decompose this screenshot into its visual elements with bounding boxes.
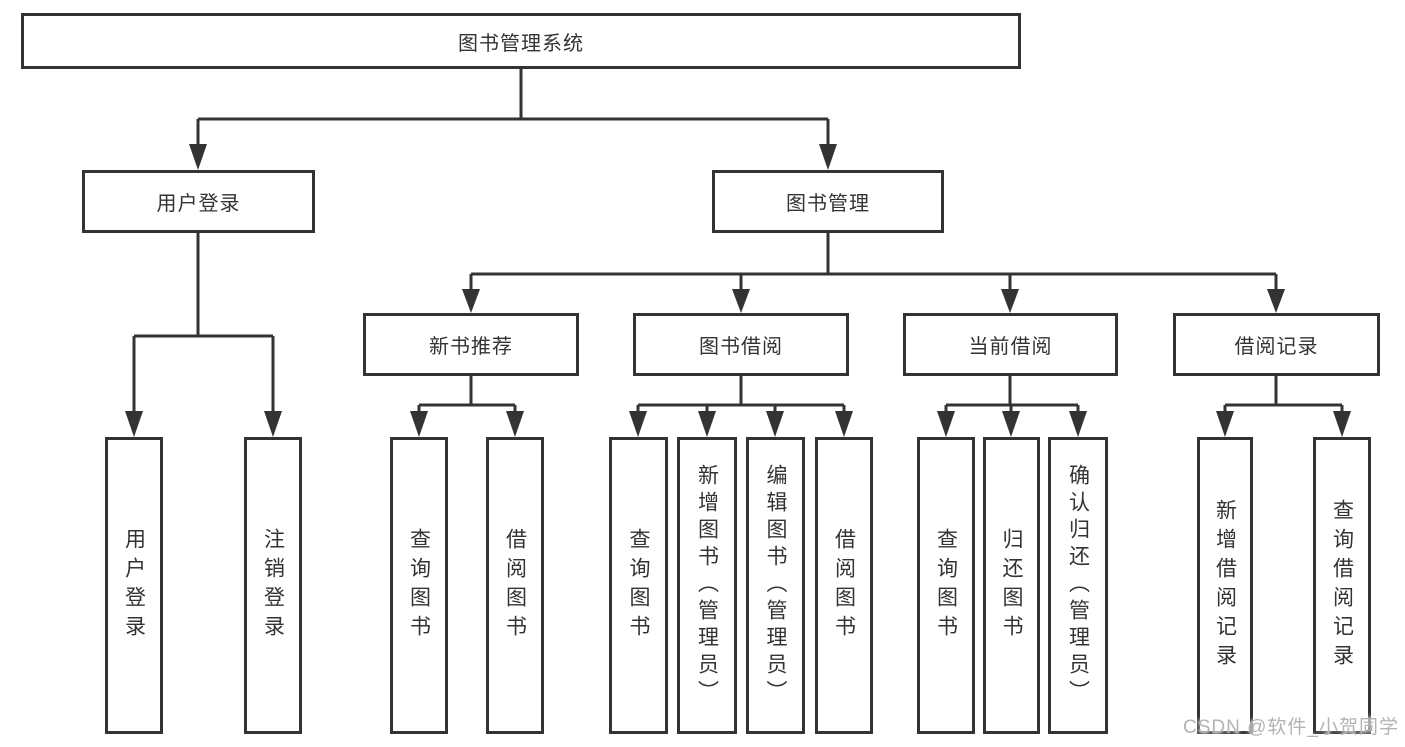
leaf-query-books-3: 查询图书 — [917, 437, 975, 734]
connector-bookmgmt-to-level3 — [469, 233, 1278, 291]
leaf-user-login: 用户登录 — [105, 437, 163, 734]
node-current-borrow: 当前借阅 — [903, 313, 1118, 376]
node-new-book-recommend: 新书推荐 — [363, 313, 579, 376]
arrowheads-level3 — [462, 289, 1285, 313]
leaf-add-books-admin: 新增图书（管理员） — [677, 437, 737, 734]
leaf-confirm-return-admin: 确认归还（管理员） — [1048, 437, 1108, 734]
arrowheads-borrowrecords-leaves — [1216, 411, 1351, 437]
arrowheads-level2 — [189, 144, 837, 170]
connector-borrowrecords-to-leaves — [1223, 376, 1344, 413]
leaf-query-books-1: 查询图书 — [390, 437, 448, 734]
leaf-borrow-books-2: 借阅图书 — [815, 437, 873, 734]
leaf-edit-books-admin: 编辑图书（管理员） — [746, 437, 805, 734]
node-borrow-records: 借阅记录 — [1173, 313, 1380, 376]
node-book-management: 图书管理 — [712, 170, 944, 233]
leaf-borrow-books-1: 借阅图书 — [486, 437, 544, 734]
connector-userlogin-to-leaves — [132, 233, 275, 413]
node-book-borrow: 图书借阅 — [633, 313, 849, 376]
leaf-logout: 注销登录 — [244, 437, 302, 734]
leaf-query-borrow-record: 查询借阅记录 — [1313, 437, 1371, 734]
arrowheads-userlogin-leaves — [125, 411, 282, 437]
node-user-login: 用户登录 — [82, 170, 315, 233]
arrowheads-currentborrow-leaves — [937, 411, 1087, 437]
connector-newbooks-to-leaves — [417, 376, 517, 413]
connector-currentborrow-to-leaves — [944, 376, 1080, 413]
arrowheads-newbooks-leaves — [410, 411, 524, 437]
leaf-query-books-2: 查询图书 — [609, 437, 668, 734]
leaf-add-borrow-record: 新增借阅记录 — [1197, 437, 1253, 734]
connector-bookborrow-to-leaves — [636, 376, 846, 413]
leaf-return-books: 归还图书 — [983, 437, 1040, 734]
watermark: CSDN @软件_小贺同学 — [1183, 717, 1399, 738]
node-root: 图书管理系统 — [21, 13, 1021, 69]
connector-root-to-level2 — [196, 69, 830, 146]
arrowheads-bookborrow-leaves — [629, 411, 853, 437]
